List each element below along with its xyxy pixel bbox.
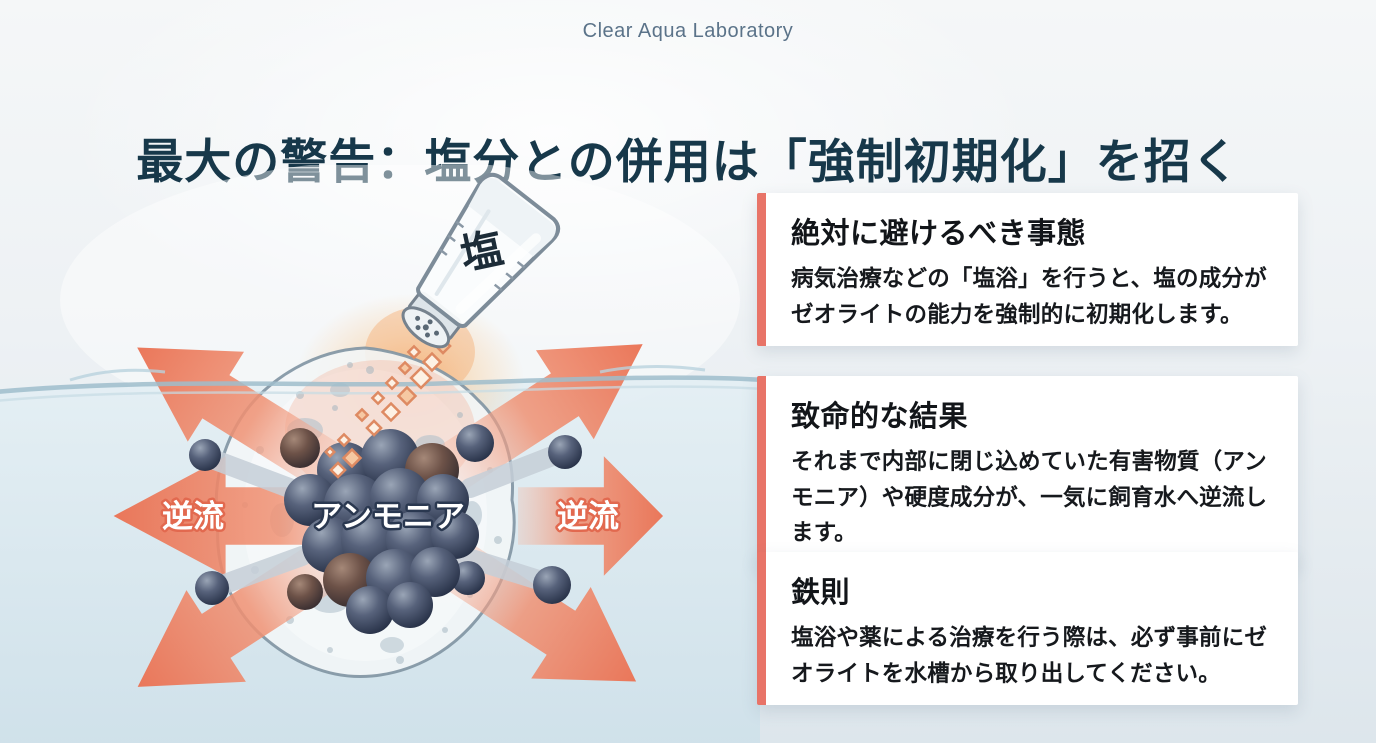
salt-shaker-label: 塩 [456,224,507,279]
salt-shaker: 塩 [401,172,561,349]
brand-label: Clear Aqua Laboratory [582,20,794,42]
card-title: 絶対に避けるべき事態 [791,218,1087,250]
ammonia-cluster [284,429,479,634]
card-body: それまで内部に閉じ込めていた有害物質（アンモニア）や硬度成分が、一気に飼育水へ逆… [791,449,1268,546]
card-result: 致命的な結果 それまで内部に閉じ込めていた有害物質（アンモニア）や硬度成分が、一… [757,376,1298,565]
backflow-label-left: 逆流 [162,499,224,534]
page-title: 最大の警告：塩分との併用は「強制初期化」を招く [136,135,1240,189]
card-title: 致命的な結果 [791,401,969,433]
ammonia-label: アンモニア [311,499,465,534]
backflow-label-right: 逆流 [557,499,619,534]
salt-particles [323,330,452,479]
warning-cards: 絶対に避けるべき事態 病気治療などの「塩浴」を行うと、塩の成分がゼオライトの能力… [757,0,1298,743]
zeolite-salt-illustration: アンモニア 逆流 逆流 [0,165,760,743]
card-rule: 鉄則 塩浴や薬による治療を行う際は、必ず事前にゼオライトを水槽から取り出してくだ… [757,552,1298,706]
card-body: 塩浴や薬による治療を行う際は、必ず事前にゼオライトを水槽から取り出してください。 [791,625,1268,686]
escaping-particles [189,424,582,610]
card-avoid: 絶対に避けるべき事態 病気治療などの「塩浴」を行うと、塩の成分がゼオライトの能力… [757,193,1298,347]
card-title: 鉄則 [791,577,851,609]
card-body: 病気治療などの「塩浴」を行うと、塩の成分がゼオライトの能力を強制的に初期化します… [791,266,1267,327]
shaker-measure-ticks [438,220,526,292]
shaker-cap-holes [415,315,440,338]
